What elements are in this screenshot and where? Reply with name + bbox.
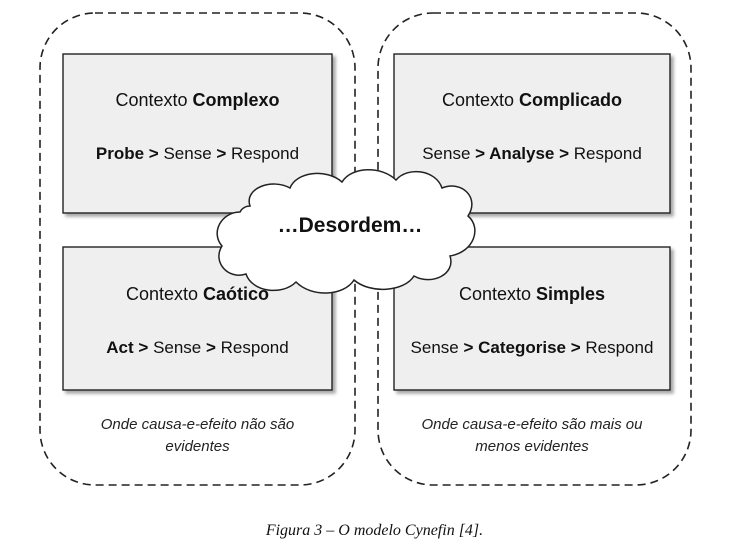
complicated-flow: Sense > Analyse > Respond [422,144,642,163]
chaotic-title: Contexto Caótico [125,284,270,304]
complex-flow: Probe > Sense > Respond [95,144,300,163]
right-group-outline [377,12,692,486]
right-group-note: Onde causa-e-efeito são mais ou menos ev… [421,416,643,455]
complicated-title: Contexto Complicado [441,90,623,110]
quadrant-simple: Contexto Simples Sense > Categorise > Re… [394,284,670,358]
disorder-label: …Desordem… [277,214,423,237]
quadrant-chaotic: Contexto Caótico Act > Sense > Respond [63,284,332,358]
chaotic-flow: Act > Sense > Respond [106,338,289,357]
complex-title: Contexto Complexo [115,90,280,110]
simple-flow: Sense > Categorise > Respond [410,338,654,357]
simple-title: Contexto Simples [458,284,606,304]
figure-caption: Figura 3 – O modelo Cynefin [4]. [265,522,484,539]
left-group-note: Onde causa-e-efeito não são evidentes [100,416,295,455]
quadrant-complex: Contexto Complexo Probe > Sense > Respon… [63,90,332,164]
quadrant-complicated: Contexto Complicado Sense > Analyse > Re… [394,90,670,164]
disorder-cloud [216,169,476,294]
